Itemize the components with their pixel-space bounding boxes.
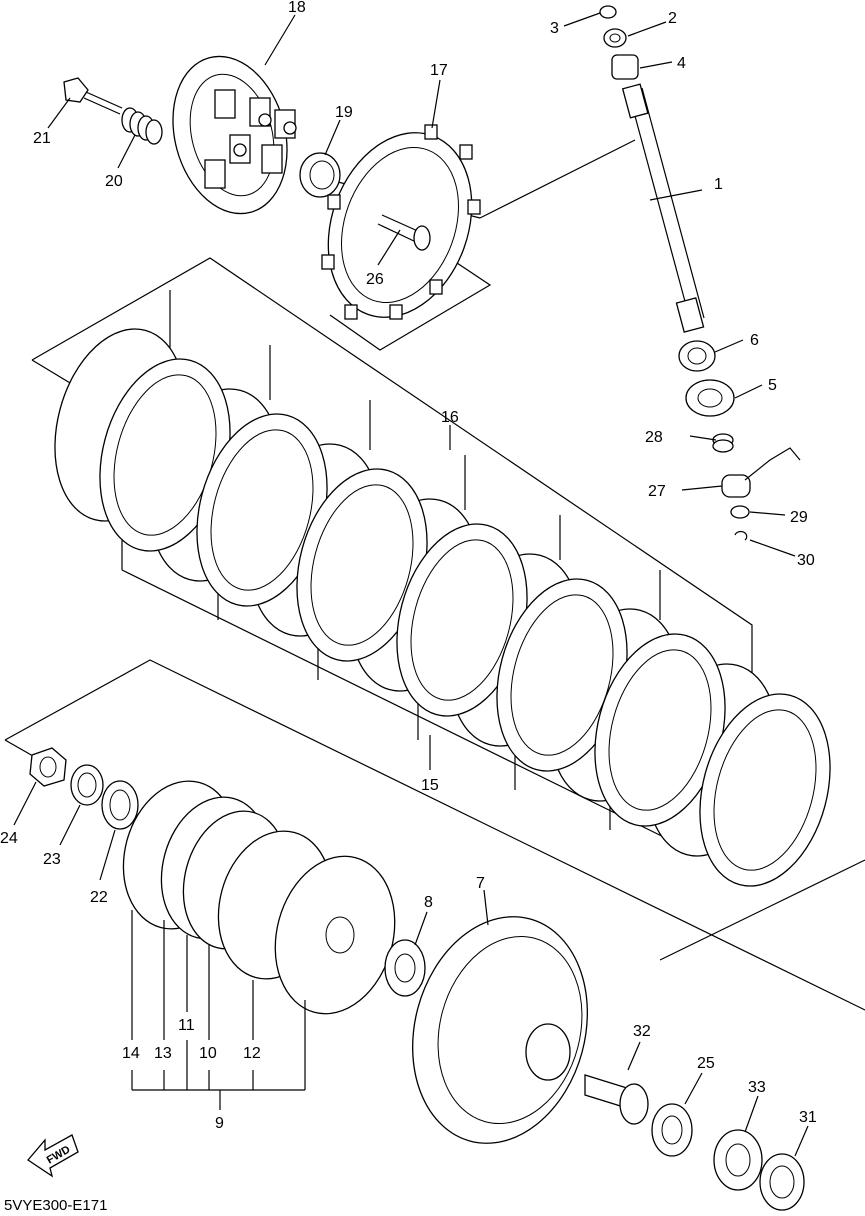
circlip-washer-bushing bbox=[599, 5, 639, 80]
clutch-bolt-and-spring bbox=[63, 77, 163, 145]
callout-7: 7 bbox=[476, 875, 485, 892]
callout-labels: 1 2 3 4 5 6 7 8 9 10 11 12 13 14 15 16 1… bbox=[0, 0, 817, 1132]
callout-4: 4 bbox=[677, 55, 686, 72]
callout-32: 32 bbox=[633, 1023, 651, 1040]
callout-6: 6 bbox=[750, 332, 759, 349]
callout-11: 11 bbox=[178, 1017, 195, 1034]
callout-8: 8 bbox=[424, 894, 433, 911]
thrust-washer-8 bbox=[384, 939, 426, 997]
callout-22: 22 bbox=[90, 889, 108, 906]
callout-9: 9 bbox=[215, 1115, 224, 1132]
callout-10: 10 bbox=[199, 1045, 217, 1062]
callout-19: 19 bbox=[335, 104, 353, 121]
group-bracket-9 bbox=[131, 910, 306, 1110]
pressure-plate bbox=[172, 55, 297, 215]
fwd-arrow-icon: FWD bbox=[27, 1134, 79, 1178]
diagram-code: 5VYE300-E171 bbox=[4, 1197, 107, 1214]
bearings-5-6 bbox=[678, 340, 735, 417]
leader-lines bbox=[13, 12, 809, 1157]
housing-bearing-parts bbox=[584, 1074, 805, 1211]
callout-23: 23 bbox=[43, 851, 61, 868]
callout-24: 24 bbox=[0, 830, 18, 847]
callout-29: 29 bbox=[790, 509, 808, 526]
callout-3: 3 bbox=[550, 20, 559, 37]
callout-15: 15 bbox=[421, 777, 439, 794]
callout-17: 17 bbox=[430, 62, 448, 79]
callout-30: 30 bbox=[797, 552, 815, 569]
clutch-housing-7 bbox=[412, 916, 588, 1144]
callout-13: 13 bbox=[154, 1045, 172, 1062]
clutch-boss-parts bbox=[122, 780, 396, 1015]
callout-28: 28 bbox=[645, 429, 663, 446]
callout-20: 20 bbox=[105, 173, 123, 190]
callout-2: 2 bbox=[668, 10, 677, 27]
callout-18: 18 bbox=[288, 0, 306, 16]
callout-12: 12 bbox=[243, 1045, 261, 1062]
callout-14: 14 bbox=[122, 1045, 140, 1062]
callout-16: 16 bbox=[441, 409, 459, 426]
callout-21: 21 bbox=[33, 130, 51, 147]
release-bearing bbox=[299, 152, 341, 198]
push-rod-26 bbox=[377, 214, 431, 251]
push-rod-1 bbox=[621, 83, 705, 333]
nut-and-washers bbox=[29, 747, 139, 830]
callout-25: 25 bbox=[697, 1055, 715, 1072]
callout-33: 33 bbox=[748, 1079, 766, 1096]
callout-1: 1 bbox=[714, 176, 723, 193]
friction-plate-17 bbox=[321, 124, 481, 320]
callout-27: 27 bbox=[648, 483, 666, 500]
callout-26: 26 bbox=[366, 271, 384, 288]
callout-31: 31 bbox=[799, 1109, 817, 1126]
callout-5: 5 bbox=[768, 377, 777, 394]
push-lever-assembly bbox=[712, 433, 801, 541]
clutch-plate-stack bbox=[54, 328, 831, 887]
